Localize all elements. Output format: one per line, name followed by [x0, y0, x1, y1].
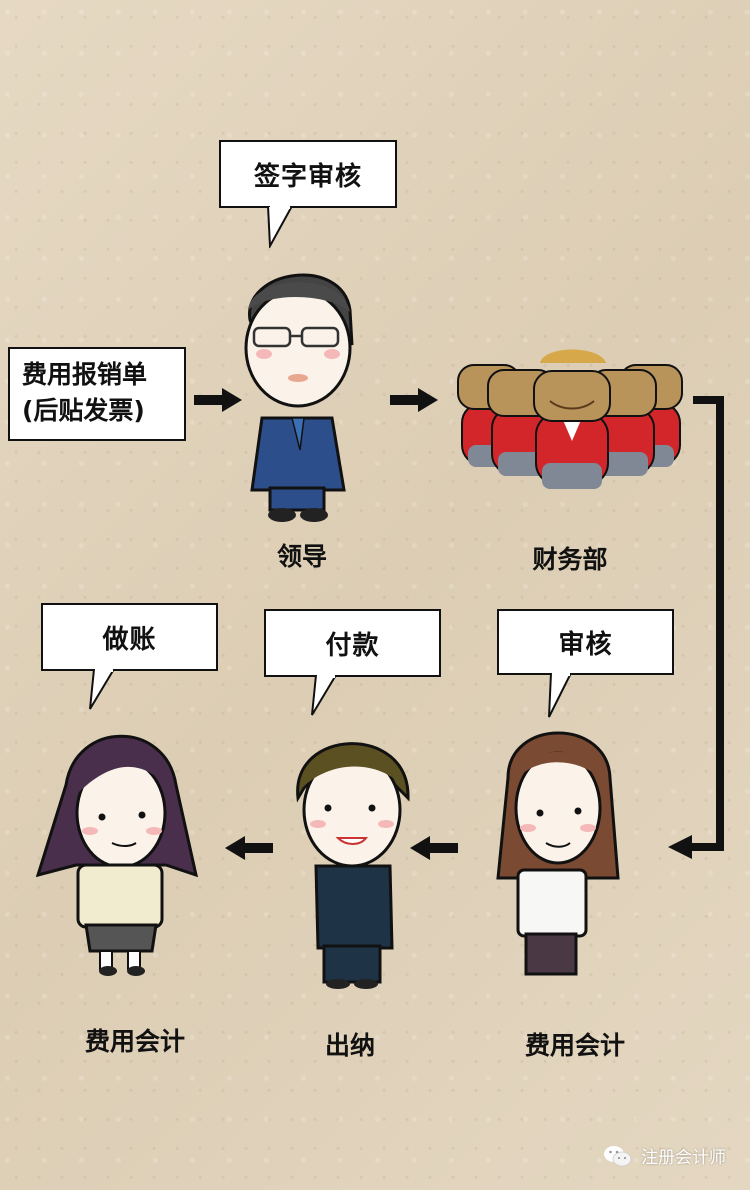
expense-form-title: 费用报销单 [22, 360, 148, 389]
bubble-text: 签字审核 [253, 161, 362, 192]
speech-bubble-review: 审核 [497, 609, 674, 675]
arrow-right-icon [390, 388, 438, 412]
expense-accountant-review-figure [496, 731, 620, 976]
expense-form-box: 费用报销单 (后贴发票) [8, 347, 186, 441]
node-label-leader: 领导 [276, 542, 327, 571]
watermark: 注册会计师 [603, 1143, 726, 1168]
speech-bubble-sign-review: 签字审核 [219, 140, 397, 208]
bubble-tail [89, 669, 116, 710]
watermark-text: 注册会计师 [641, 1148, 726, 1168]
leader-figure [244, 273, 354, 522]
node-label-expense-accountant-review: 费用会计 [524, 1031, 625, 1060]
bubble-tail [548, 673, 573, 718]
expense-form-note: (后贴发票) [22, 396, 145, 425]
bubble-tail [311, 675, 338, 716]
arrow-right-icon [194, 388, 242, 412]
bubble-text: 审核 [558, 629, 613, 660]
node-label-finance-dept: 财务部 [532, 545, 608, 574]
arrow-left-icon [225, 836, 273, 860]
connector-bracket [668, 396, 724, 859]
cashier-figure [296, 742, 410, 989]
bubble-text: 做账 [102, 624, 157, 655]
bubble-tail [266, 206, 294, 248]
node-label-expense-accountant-booking: 费用会计 [84, 1027, 185, 1056]
wechat-icon [604, 1145, 632, 1166]
expense-accountant-booking-figure [36, 734, 199, 976]
speech-bubble-payment: 付款 [264, 609, 441, 677]
finance-team-figure [457, 349, 683, 489]
bubble-text: 付款 [325, 630, 380, 661]
node-label-cashier: 出纳 [324, 1031, 375, 1060]
speech-bubble-bookkeeping: 做账 [41, 603, 218, 671]
arrow-left-icon [410, 836, 458, 860]
